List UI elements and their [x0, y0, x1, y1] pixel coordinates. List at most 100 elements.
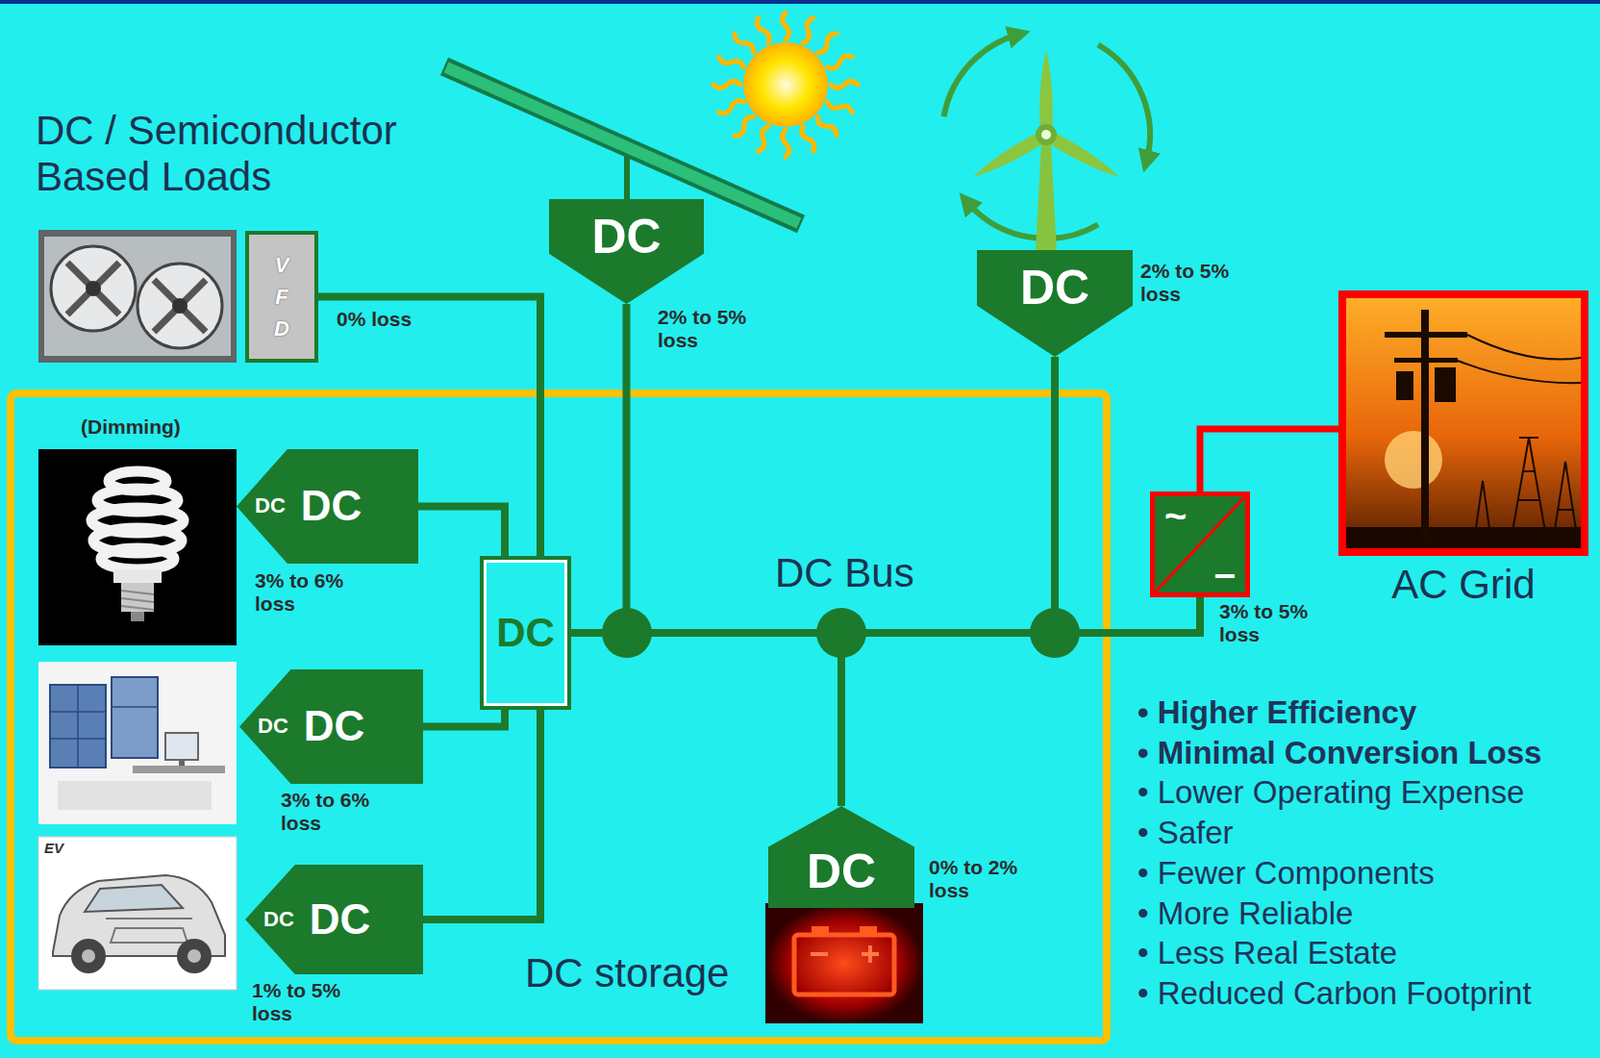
vfd-label: V F D [271, 249, 293, 345]
electric-car-photo [105, 917, 193, 920]
inverter-box: ~– [1150, 491, 1250, 598]
loss-figure: 2% to 5% loss [657, 305, 764, 351]
sun [782, 12, 790, 40]
fan-unit-photo [67, 262, 120, 315]
converter-label: DC [309, 896, 372, 943]
wind-turbine [1098, 45, 1150, 163]
loss-figure: 3% to 6% loss [254, 569, 361, 615]
converter-output-label: DC [257, 714, 289, 738]
loss-figure: 0% loss [336, 307, 412, 331]
benefit-item: • Fewer Components [1137, 854, 1435, 892]
converter-label: DC [300, 482, 363, 529]
cfl-bulb-photo [130, 611, 145, 622]
converter-pentagon: DC [976, 250, 1133, 357]
sun [731, 114, 756, 139]
sun [713, 12, 858, 157]
loss-figure: 0% to 2% loss [928, 855, 1035, 901]
dc-distribution-box: DC [479, 555, 572, 710]
computer-room-photo [132, 765, 225, 774]
sun [800, 16, 817, 45]
computer-room-photo [38, 661, 237, 825]
converter-outline [245, 864, 424, 975]
power-pole-photo [1434, 367, 1456, 402]
fan-unit-photo [172, 298, 188, 314]
power-pole-photo [1384, 430, 1443, 489]
storage-label: DC storage [525, 950, 729, 997]
loss-figure: 3% to 5% loss [1219, 600, 1325, 646]
fan-unit-photo [85, 280, 101, 297]
wind-turbine [1041, 129, 1051, 140]
wind-turbine [969, 50, 1123, 183]
benefit-item: • Lower Operating Expense [1137, 774, 1525, 811]
ac-symbol: ~ [1164, 496, 1187, 535]
power-pole-photo [1509, 437, 1549, 549]
benefit-item: • Higher Efficiency [1137, 694, 1417, 731]
converter-label: DC [496, 610, 555, 655]
cfl-bulb-photo [121, 590, 154, 610]
power-pole-photo [1338, 290, 1589, 556]
converter-label: DC [806, 845, 876, 899]
converter-outline [239, 669, 424, 784]
wind-turbine [1035, 142, 1057, 252]
dc-feed-line [418, 506, 505, 557]
photo-caption: EV [44, 840, 64, 857]
sun [825, 99, 854, 116]
sun [815, 30, 840, 55]
converter-outline [976, 250, 1133, 357]
sun [717, 53, 746, 71]
load-group-heading: DC / Semiconductor Based Loads [35, 107, 478, 201]
sun [754, 125, 772, 153]
computer-room-photo [111, 705, 158, 708]
computer-room-photo [50, 684, 106, 768]
loss-figure: 3% to 6% loss [280, 788, 387, 834]
dc-feed-line [423, 709, 505, 727]
electric-car-photo [187, 949, 201, 963]
battery-picture [810, 945, 879, 963]
battery-picture [794, 934, 895, 995]
storage-label: DC storage [525, 950, 729, 997]
loss-figure: 2% to 5% loss [657, 305, 764, 351]
fan-unit-photo [153, 279, 206, 332]
electric-car-photo [105, 918, 193, 943]
electric-car-photo [84, 884, 183, 912]
load-group-heading: DC / Semiconductor Based Loads [35, 107, 478, 201]
fan-unit-photo [38, 229, 237, 363]
fan-unit-photo [67, 262, 120, 315]
grid-picture: AC Grid [1338, 290, 1589, 608]
computer-room-photo [178, 759, 185, 766]
sun [713, 81, 741, 89]
sun [754, 16, 772, 45]
benefit-item: • Less Real Estate [1137, 934, 1398, 972]
computer-room-photo [76, 684, 79, 768]
electric-car-photo [81, 949, 96, 963]
power-pole-photo [1384, 331, 1468, 338]
sun [731, 30, 756, 55]
power-pole-photo [1457, 334, 1581, 549]
wind-turbine [966, 200, 1099, 239]
dc-bus-line [571, 597, 1200, 633]
benefit-item: • Minimal Conversion Loss [1137, 734, 1542, 772]
computer-room-photo [111, 676, 158, 758]
dc-bus-line [571, 303, 627, 633]
benefit-item: • Minimal Conversion Loss [1137, 734, 1542, 772]
sun [713, 12, 858, 157]
inverter-diagonal [1154, 496, 1246, 593]
converter-pentagon: DCDC [239, 669, 424, 784]
cfl-bulb-photo [121, 582, 154, 612]
vfd-box: V F D [245, 230, 319, 363]
cfl-bulb-photo [121, 605, 154, 610]
loss-figure: 2% to 5% loss [1140, 259, 1247, 305]
battery-picture [810, 951, 828, 956]
benefit-item: • Reduced Carbon Footprint [1137, 975, 1532, 1012]
loss-figure: 1% to 5% loss [251, 978, 358, 1025]
power-pole-photo [1421, 309, 1429, 541]
converter-pentagon: DCDC [245, 864, 424, 975]
converter-outline [768, 805, 915, 908]
benefit-item: • Safer [1137, 814, 1234, 851]
wind-turbine [944, 34, 1020, 118]
loss-figure: 3% to 5% loss [1219, 600, 1325, 646]
wind-turbine [1039, 50, 1053, 135]
photo-caption: EV [44, 840, 64, 857]
fan-unit-photo [153, 279, 206, 332]
sun [800, 125, 817, 153]
